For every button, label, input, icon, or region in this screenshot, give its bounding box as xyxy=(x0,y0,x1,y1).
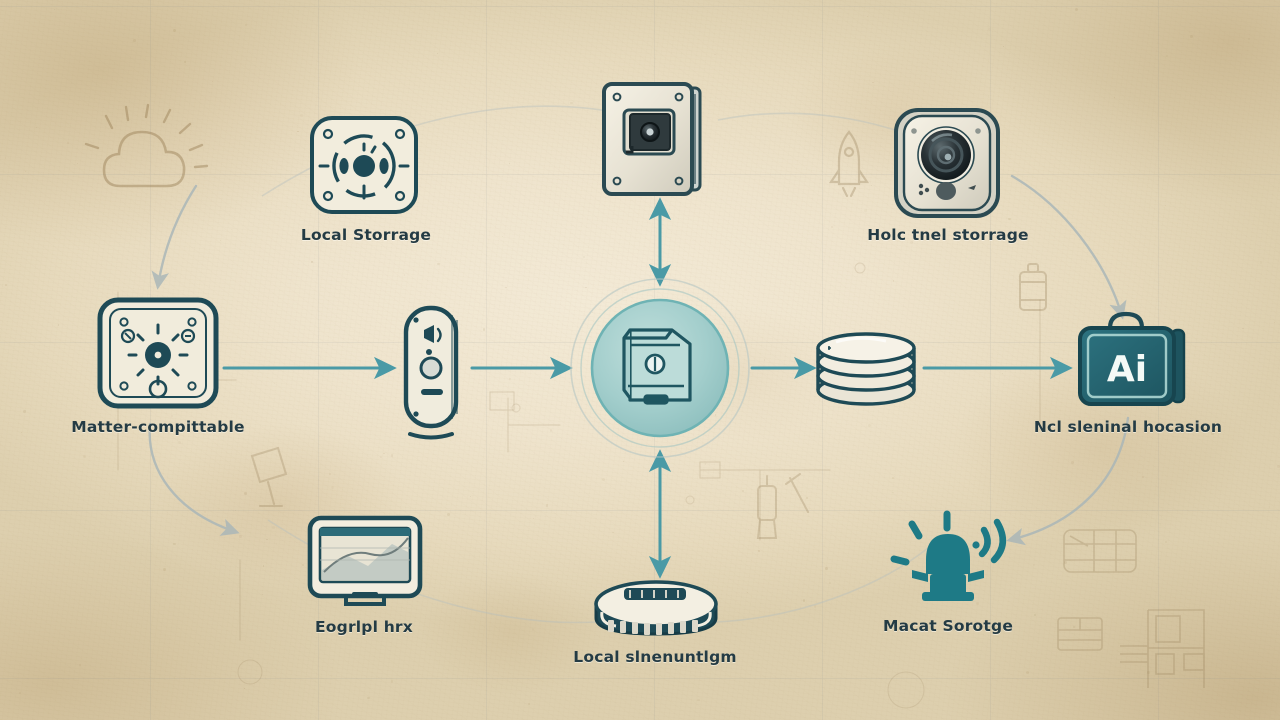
wall-mounted-camera-icon[interactable] xyxy=(602,82,702,196)
label-display-monitor: Eogrlpl hrx xyxy=(315,618,413,636)
label-hotel-storage-camera: Holc tnel storrage xyxy=(867,226,1029,244)
drawer-plan-icon xyxy=(1057,617,1103,651)
label-ai-case: Ncl sleninal hocasion xyxy=(1033,418,1223,436)
video-doorbell-icon[interactable] xyxy=(403,305,459,440)
hand-tool-icon xyxy=(756,473,809,539)
ai-badge-text: Ai xyxy=(1107,349,1147,390)
monitor-chart-icon[interactable] xyxy=(307,515,423,606)
control-panel-icon[interactable] xyxy=(97,297,219,409)
database-disk-stack-icon[interactable] xyxy=(816,332,916,406)
label-robot-vacuum: Local slnenuntlgm xyxy=(573,648,737,666)
label-alarm-siren: Macat Sorotge xyxy=(882,617,1014,635)
ai-briefcase-icon[interactable]: Ai xyxy=(1078,311,1186,406)
orbit-arc-bottom-right xyxy=(1006,416,1130,546)
robot-vacuum-icon[interactable] xyxy=(594,580,718,636)
label-local-storage-sensor: Local Storrage xyxy=(300,226,432,244)
canister-icon xyxy=(1019,263,1047,311)
orbit-arc-bottom-left xyxy=(148,422,240,536)
rocket-icon xyxy=(828,130,870,198)
cloud-sun-icon xyxy=(84,103,209,188)
shelf-plan-icon xyxy=(1120,609,1205,688)
alarm-siren-signal-icon[interactable] xyxy=(890,510,1006,601)
desk-lamp-icon xyxy=(250,446,288,508)
motion-sensor-icon[interactable] xyxy=(310,116,418,214)
security-camera-icon[interactable] xyxy=(894,108,1000,218)
orbit-arc-top-right xyxy=(1010,174,1127,320)
cabinet-plan-icon xyxy=(1063,529,1137,573)
server-box-icon xyxy=(622,328,692,405)
label-matter-compatible-panel: Matter-compittable xyxy=(71,418,245,436)
central-hub[interactable] xyxy=(570,278,750,458)
orbit-arc-top-left xyxy=(151,184,198,290)
